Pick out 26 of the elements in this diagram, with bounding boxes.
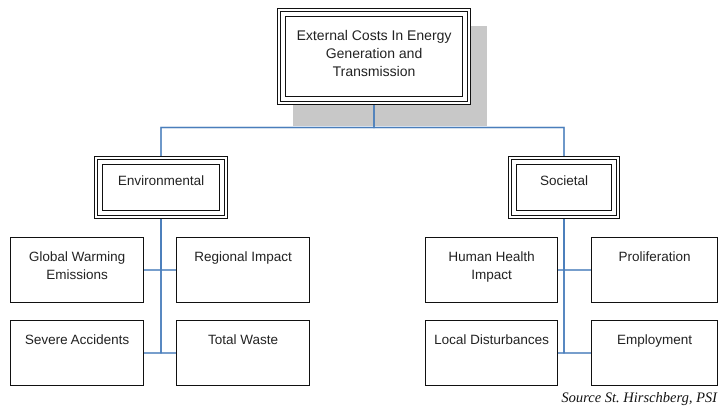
box-label: Local Disturbances bbox=[433, 331, 550, 349]
header-box bbox=[508, 156, 620, 219]
box-label: Human Health Impact bbox=[447, 248, 536, 284]
source-note: Source St. Hirschberg, PSI bbox=[561, 390, 717, 407]
box-label: Employment bbox=[616, 331, 694, 349]
box-label: Regional Impact bbox=[193, 248, 293, 266]
category-box bbox=[591, 237, 718, 303]
category-box bbox=[425, 237, 558, 303]
box-label: Environmental bbox=[116, 172, 206, 190]
category-box bbox=[425, 320, 558, 386]
category-box bbox=[176, 237, 310, 303]
header-box bbox=[94, 156, 228, 219]
connector-line bbox=[373, 105, 565, 156]
box-label: Global Warming Emissions bbox=[28, 248, 126, 284]
category-box bbox=[10, 237, 144, 303]
category-box bbox=[10, 320, 144, 386]
box-label: Proliferation bbox=[617, 248, 692, 266]
box-label: External Costs In Energy Generation and Transmission bbox=[296, 26, 452, 81]
connector-line bbox=[160, 219, 176, 354]
box-label: Severe Accidents bbox=[24, 331, 130, 349]
box-label: Societal bbox=[538, 172, 590, 190]
box-label: Total Waste bbox=[206, 331, 280, 349]
connector-line bbox=[563, 219, 591, 354]
header-box bbox=[277, 8, 471, 105]
category-box bbox=[176, 320, 310, 386]
category-box bbox=[591, 320, 718, 386]
